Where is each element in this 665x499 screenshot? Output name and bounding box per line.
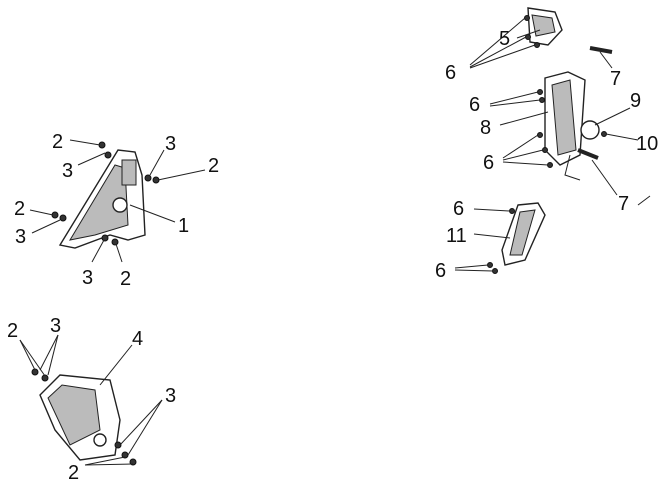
callout-6: 6 — [445, 62, 456, 84]
leader-lines-1 — [29, 139, 206, 263]
part-11-cover — [501, 202, 546, 266]
callout-6: 6 — [453, 198, 464, 220]
leader-lines-right — [454, 17, 651, 272]
callout-2: 2 — [68, 462, 79, 484]
part-4-housing — [39, 374, 121, 461]
callout-10: 10 — [636, 133, 658, 155]
callout-3: 3 — [165, 385, 176, 407]
leader-lines-4 — [19, 334, 163, 466]
part-9-cap — [580, 120, 600, 140]
callout-2: 2 — [208, 155, 219, 177]
callout-11: 11 — [446, 225, 467, 247]
callout-9: 9 — [630, 90, 641, 112]
callout-6: 6 — [435, 260, 446, 282]
callout-4: 4 — [132, 328, 143, 350]
callout-3: 3 — [62, 160, 73, 182]
callout-6: 6 — [469, 94, 480, 116]
callout-7: 7 — [618, 193, 629, 215]
callout-2: 2 — [120, 268, 131, 290]
fasteners-4 — [31, 368, 137, 466]
callout-2: 2 — [7, 320, 18, 342]
callout-7: 7 — [610, 68, 621, 90]
callout-labels: 2 3 3 2 1 2 3 3 2 2 3 4 3 2 5 6 7 6 9 8 … — [7, 28, 658, 484]
callout-3: 3 — [15, 226, 26, 248]
callout-3: 3 — [165, 133, 176, 155]
part-1-housing — [58, 149, 146, 249]
part-7-rod-bottom — [564, 148, 599, 181]
callout-2: 2 — [52, 131, 63, 153]
callout-2: 2 — [14, 198, 25, 220]
callout-1: 1 — [178, 215, 189, 237]
part-5 — [527, 7, 563, 46]
callout-3: 3 — [82, 267, 93, 289]
callout-5: 5 — [499, 28, 510, 50]
callout-3: 3 — [50, 315, 61, 337]
callout-6: 6 — [483, 152, 494, 174]
part-7-rod-top — [589, 46, 613, 54]
callout-8: 8 — [480, 117, 491, 139]
